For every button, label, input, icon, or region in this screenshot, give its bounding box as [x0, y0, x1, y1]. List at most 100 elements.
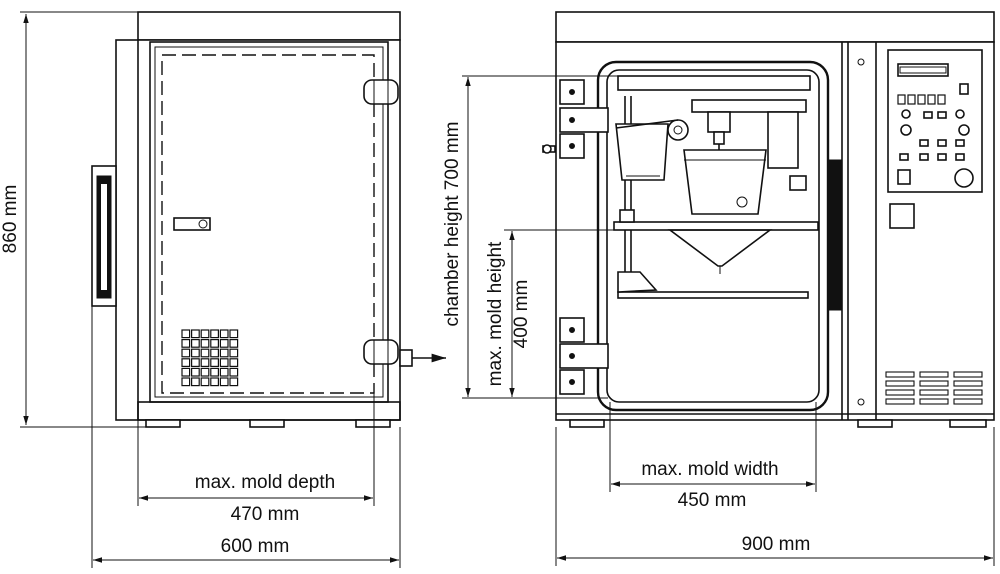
control-button [897, 94, 906, 105]
front-view [542, 11, 995, 428]
door-latch [173, 217, 211, 231]
dim-mold-height-400-label: 400 mm [511, 280, 532, 349]
vent-slot [953, 389, 983, 396]
keypad-key [200, 358, 210, 367]
foot [249, 419, 285, 428]
stirrer [683, 99, 807, 215]
front-foot [857, 419, 893, 428]
keypad-key [191, 377, 200, 387]
side-body [115, 39, 401, 421]
control-panel [887, 49, 983, 193]
front-foot [569, 419, 605, 428]
outlet-connector [399, 349, 413, 367]
main-dial [954, 168, 974, 188]
lower-shelf [617, 291, 809, 299]
keypad-key [210, 367, 220, 377]
keypad-key [229, 329, 239, 339]
dim-mold-height [504, 229, 614, 397]
keypad-key [200, 377, 210, 387]
vent-slot [885, 371, 915, 378]
dim-height-860 [20, 11, 146, 428]
keypad-key [210, 329, 220, 339]
front-top-panel [555, 11, 995, 43]
foot [145, 419, 181, 428]
keypad-key [181, 329, 191, 339]
door-knob [542, 144, 556, 154]
keypad-key [200, 367, 210, 377]
keypad-key [219, 367, 229, 377]
side-top-panel [137, 11, 401, 41]
dim-mold-width-450-label: 450 mm [678, 490, 747, 511]
keypad-key [191, 348, 200, 358]
dim-mold-width [609, 402, 817, 492]
dim-height-860-label: 860 mm [0, 185, 21, 254]
keypad-key [210, 358, 220, 367]
keypad-key [210, 339, 220, 348]
keypad-key [219, 329, 229, 339]
dim-depth-600-label: 600 mm [221, 536, 290, 557]
door-seal [827, 159, 843, 311]
dim-chamber-height-label: chamber height 700 mm [442, 122, 463, 327]
front-hinge-top [559, 79, 609, 159]
keypad-key [181, 367, 191, 377]
vent-slot [919, 380, 949, 387]
keypad-key [219, 348, 229, 358]
power-switch [889, 203, 915, 229]
display-screen [897, 63, 949, 77]
vent-slot [919, 389, 949, 396]
front-foot [949, 419, 987, 428]
mid-shelf [613, 221, 819, 231]
keypad-key [200, 348, 210, 358]
dim-depth-600 [91, 306, 401, 568]
keypad-key [191, 339, 200, 348]
vent-slot [919, 398, 949, 405]
dim-width-900-label: 900 mm [742, 534, 811, 555]
dim-width-900 [555, 427, 995, 566]
control-button [907, 94, 916, 105]
keypad-key [200, 339, 210, 348]
dim-depth-label: max. mold depth [195, 472, 335, 493]
vent-slot [885, 389, 915, 396]
vent-slot [919, 371, 949, 378]
keypad-key [191, 329, 200, 339]
keypad-key [219, 339, 229, 348]
keypad-key [219, 377, 229, 387]
side-view [91, 11, 446, 428]
dim-mold-height-label: max. mold height [485, 241, 506, 386]
hinge-bottom [363, 339, 399, 365]
keypad-key [229, 377, 239, 387]
control-button [917, 94, 926, 105]
grid-icon [181, 329, 239, 387]
keypad-key [219, 358, 229, 367]
vent-slot [953, 371, 983, 378]
funnel [667, 229, 773, 267]
control-button [927, 94, 936, 105]
vent-slot [885, 398, 915, 405]
keypad-key [210, 377, 220, 387]
keypad-key [191, 367, 200, 377]
mixing-cup [615, 119, 689, 181]
keypad-key [229, 348, 239, 358]
dim-mold-width-label: max. mold width [641, 459, 778, 480]
internal-outline [161, 54, 375, 394]
keypad-key [181, 339, 191, 348]
vent-slot [953, 380, 983, 387]
keypad-key [229, 367, 239, 377]
keypad-key [181, 377, 191, 387]
keypad-key [210, 348, 220, 358]
vent-grille [885, 371, 983, 405]
keypad-key [181, 358, 191, 367]
keypad-key [191, 358, 200, 367]
door-handle [91, 165, 117, 307]
vent-slot [953, 398, 983, 405]
vent-slot [885, 380, 915, 387]
foot [355, 419, 391, 428]
keypad-key [229, 339, 239, 348]
front-hinge-bottom [559, 317, 609, 395]
dim-depth-470-label: 470 mm [231, 504, 300, 525]
keypad-key [181, 348, 191, 358]
dim-chamber-height [462, 75, 618, 399]
keypad-key [229, 358, 239, 367]
dim-depth-470 [137, 393, 375, 506]
